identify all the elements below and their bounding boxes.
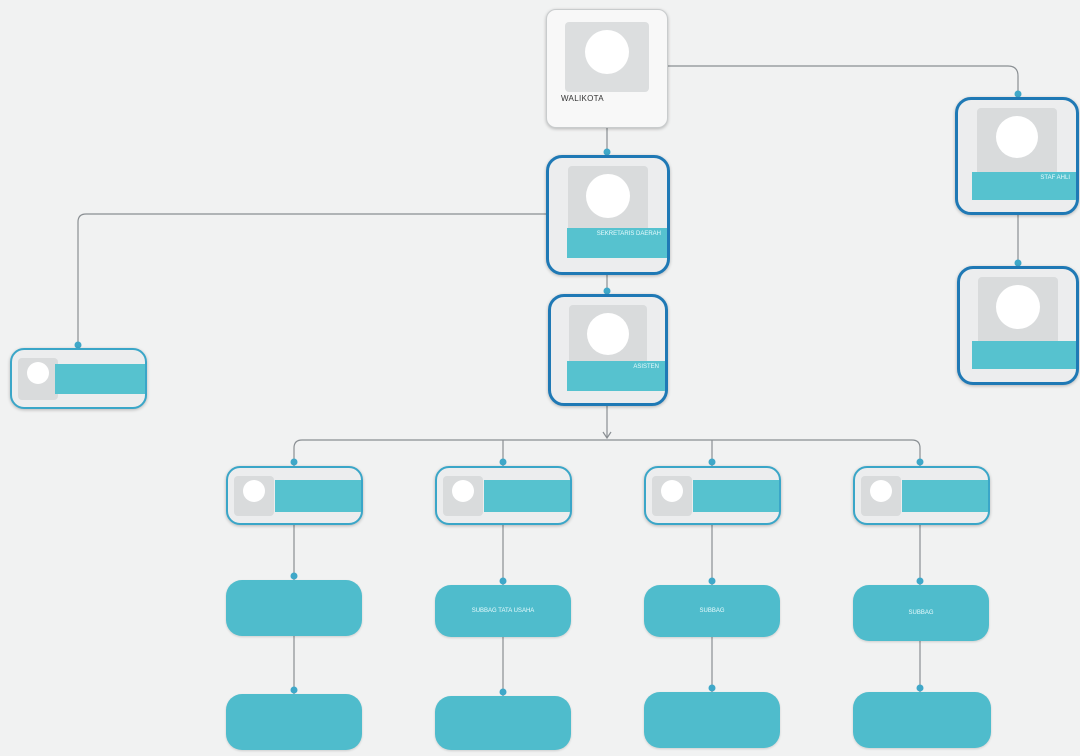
node-subbag-2a[interactable]: SUBBAG TATA USAHA [435,585,571,637]
node-label [902,480,988,512]
connector-dot [916,458,924,466]
node-walikota[interactable]: WALIKOTA [546,9,668,128]
connector-dot [499,458,507,466]
node-subbag-2b[interactable] [435,696,571,750]
node-subbag-4b[interactable] [853,692,991,748]
node-sekda[interactable]: SEKRETARIS DAERAH [546,155,670,275]
avatar-placeholder-icon [977,108,1057,176]
node-label [275,480,361,512]
connector-dot [290,458,298,466]
connector-line [668,65,1019,97]
connector-dot [499,577,507,585]
node-label [693,480,779,512]
node-staf-ahli-sub[interactable] [957,266,1079,385]
avatar-placeholder-icon [568,166,648,236]
connector-dot [603,287,611,295]
connector-dot [74,341,82,349]
node-label: STAF AHLI [972,172,1076,200]
node-subbag-4a[interactable]: SUBBAG [853,585,989,641]
connector-dot [603,148,611,156]
connector-line [77,213,546,348]
avatar-placeholder-icon [18,358,58,400]
connector-arrow-icon [602,431,612,440]
connector-dot [1014,90,1022,98]
avatar-placeholder-icon [978,277,1058,347]
avatar-placeholder-icon [234,476,274,516]
avatar-placeholder-icon [861,476,901,516]
node-staf-ahli[interactable]: STAF AHLI [955,97,1079,215]
node-kabag-1[interactable] [226,466,363,525]
avatar-placeholder-icon [569,305,647,371]
node-kabag-2[interactable] [435,466,572,525]
node-label: ASISTEN [567,361,665,391]
connector-dot [708,684,716,692]
connector-dot [916,577,924,585]
node-label: WALIKOTA [561,94,604,103]
node-kabag-4[interactable] [853,466,990,525]
avatar-placeholder-icon [565,22,649,92]
connector-dot [708,458,716,466]
connector-dot [499,688,507,696]
connector-dot [1014,259,1022,267]
connector-dot [916,684,924,692]
avatar-placeholder-icon [443,476,483,516]
node-subbag-1b[interactable] [226,694,362,750]
node-label [55,364,145,394]
connector-dot [290,686,298,694]
avatar-placeholder-icon [652,476,692,516]
node-kabag-3[interactable] [644,466,781,525]
node-subbag-3a[interactable]: SUBBAG [644,585,780,637]
node-label [484,480,570,512]
node-kabag-left[interactable] [10,348,147,409]
node-subbag-1a[interactable] [226,580,362,636]
node-subbag-3b[interactable] [644,692,780,748]
connector-dot [290,572,298,580]
node-label [972,341,1076,369]
node-asisten[interactable]: ASISTEN [548,294,668,406]
connector-dot [708,577,716,585]
node-label: SEKRETARIS DAERAH [567,228,667,258]
connector-line [293,439,921,466]
